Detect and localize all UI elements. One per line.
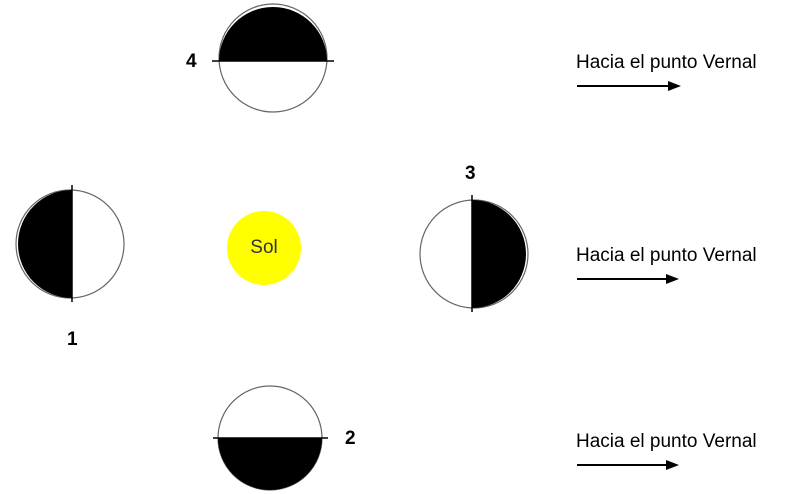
- vernal-label-3: Hacia el punto Vernal: [576, 431, 757, 452]
- vernal-arrow-2-head: [666, 274, 679, 284]
- vernal-direction-3: Hacia el punto Vernal: [576, 431, 757, 470]
- planet-1: [15, 185, 125, 302]
- sun: Sol: [227, 211, 301, 285]
- planet-2: [213, 385, 328, 491]
- planet-3: [419, 195, 529, 312]
- planet-3-label: 3: [465, 163, 476, 184]
- sun-disk: [227, 211, 301, 285]
- planet-1-dark-half: [18, 190, 72, 298]
- planet-4-label: 4: [186, 51, 197, 72]
- vernal-direction-1: Hacia el punto Vernal: [576, 52, 757, 91]
- planet-2-dark-half: [218, 438, 322, 490]
- planet-4: [212, 3, 334, 113]
- sun-label: Sol: [250, 237, 277, 258]
- vernal-direction-2: Hacia el punto Vernal: [576, 245, 757, 284]
- planet-1-label: 1: [67, 329, 78, 350]
- planet-2-label: 2: [345, 428, 356, 449]
- planet-4-dark-half: [219, 7, 327, 61]
- vernal-label-1: Hacia el punto Vernal: [576, 52, 757, 73]
- planet-3-dark-half: [472, 200, 526, 308]
- vernal-arrow-1-head: [668, 81, 681, 91]
- vernal-label-2: Hacia el punto Vernal: [576, 245, 757, 266]
- vernal-arrow-3-head: [666, 460, 679, 470]
